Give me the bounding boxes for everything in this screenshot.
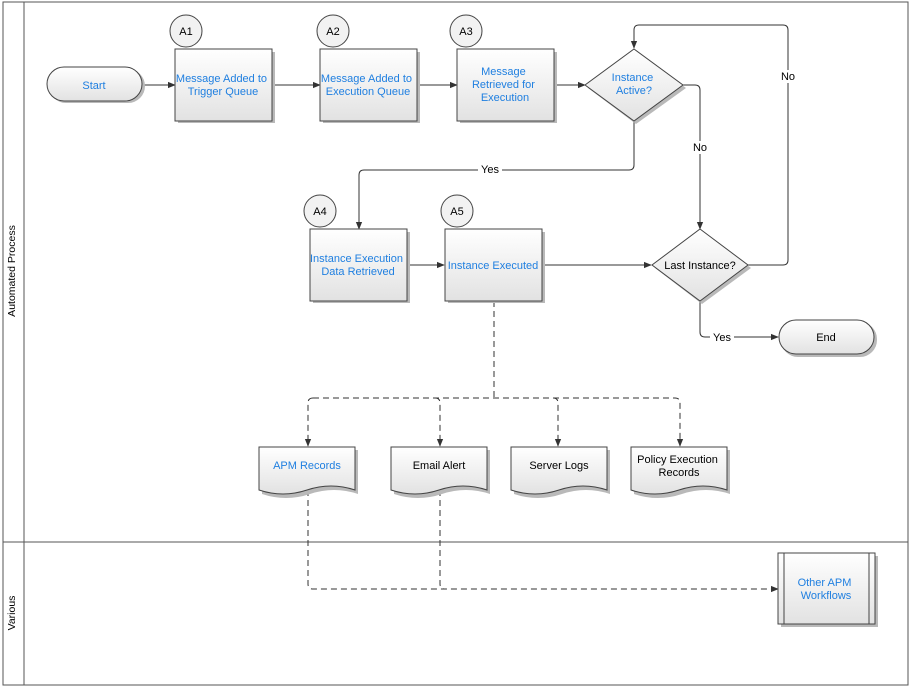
badge-a2-label: A2 [326,26,339,38]
badge-a3-label: A3 [459,26,472,38]
doc-email-alert[interactable]: Email Alert [390,446,490,498]
decision-instance-active-label: Instance Active? [612,72,657,97]
end-label: End [816,332,836,344]
step-a4-label: Instance Execution Data Retrieved [310,253,406,278]
badge-a5-label: A5 [450,206,463,218]
edge-label-yes-last: Yes [713,332,731,344]
step-a5-label: Instance Executed [448,260,539,272]
decision-last-instance[interactable]: Last Instance? [651,228,751,304]
doc-policy-execution-records[interactable]: Policy Execution Records [630,446,730,498]
edge-label-no-active: No [693,142,707,154]
step-a4[interactable]: A4 Instance Execution Data Retrieved [303,194,410,303]
doc-email-alert-label: Email Alert [413,460,466,472]
step-a1[interactable]: A1 Message Added to Trigger Queue [169,14,275,123]
decision-last-instance-label: Last Instance? [664,260,736,272]
doc-server-logs-label: Server Logs [529,460,589,472]
start-label: Start [82,80,105,92]
step-a2[interactable]: A2 Message Added to Execution Queue [316,14,420,123]
badge-a4 [303,194,337,228]
start-terminator[interactable]: Start [46,66,145,103]
badge-a5 [440,194,474,228]
badge-a4-label: A4 [313,206,326,218]
lane-automated-process: Automated Process [6,225,18,317]
step-a5[interactable]: A5 Instance Executed [440,194,545,303]
dashed-connectors [304,301,779,593]
badge-a1 [169,14,203,48]
step-a2-label: Message Added to Execution Queue [321,73,415,98]
doc-apm-records-label: APM Records [273,460,341,472]
end-terminator[interactable]: End [778,319,877,357]
badge-a1-label: A1 [179,26,192,38]
doc-policy-execution-records-label: Policy Execution Records [637,454,721,479]
subprocess-other-apm-workflows[interactable]: Other APM Workflows [777,552,878,627]
edge-label-no-last: No [781,71,795,83]
step-a1-label: Message Added to Trigger Queue [176,73,270,98]
badge-a3 [449,14,483,48]
badge-a2 [316,14,350,48]
subprocess-other-apm-workflows-label: Other APM Workflows [798,577,855,602]
doc-server-logs[interactable]: Server Logs [510,446,610,498]
edge-label-yes-active: Yes [481,164,499,176]
edge-labels: Yes No No Yes [478,70,798,344]
decision-instance-active[interactable]: Instance Active? [584,48,686,124]
step-a3-label: Message Retrieved for Execution [472,66,538,104]
doc-apm-records[interactable]: APM Records [258,446,358,498]
lane-various: Various [6,596,18,631]
step-a3[interactable]: A3 Message Retrieved for Execution [449,14,557,123]
